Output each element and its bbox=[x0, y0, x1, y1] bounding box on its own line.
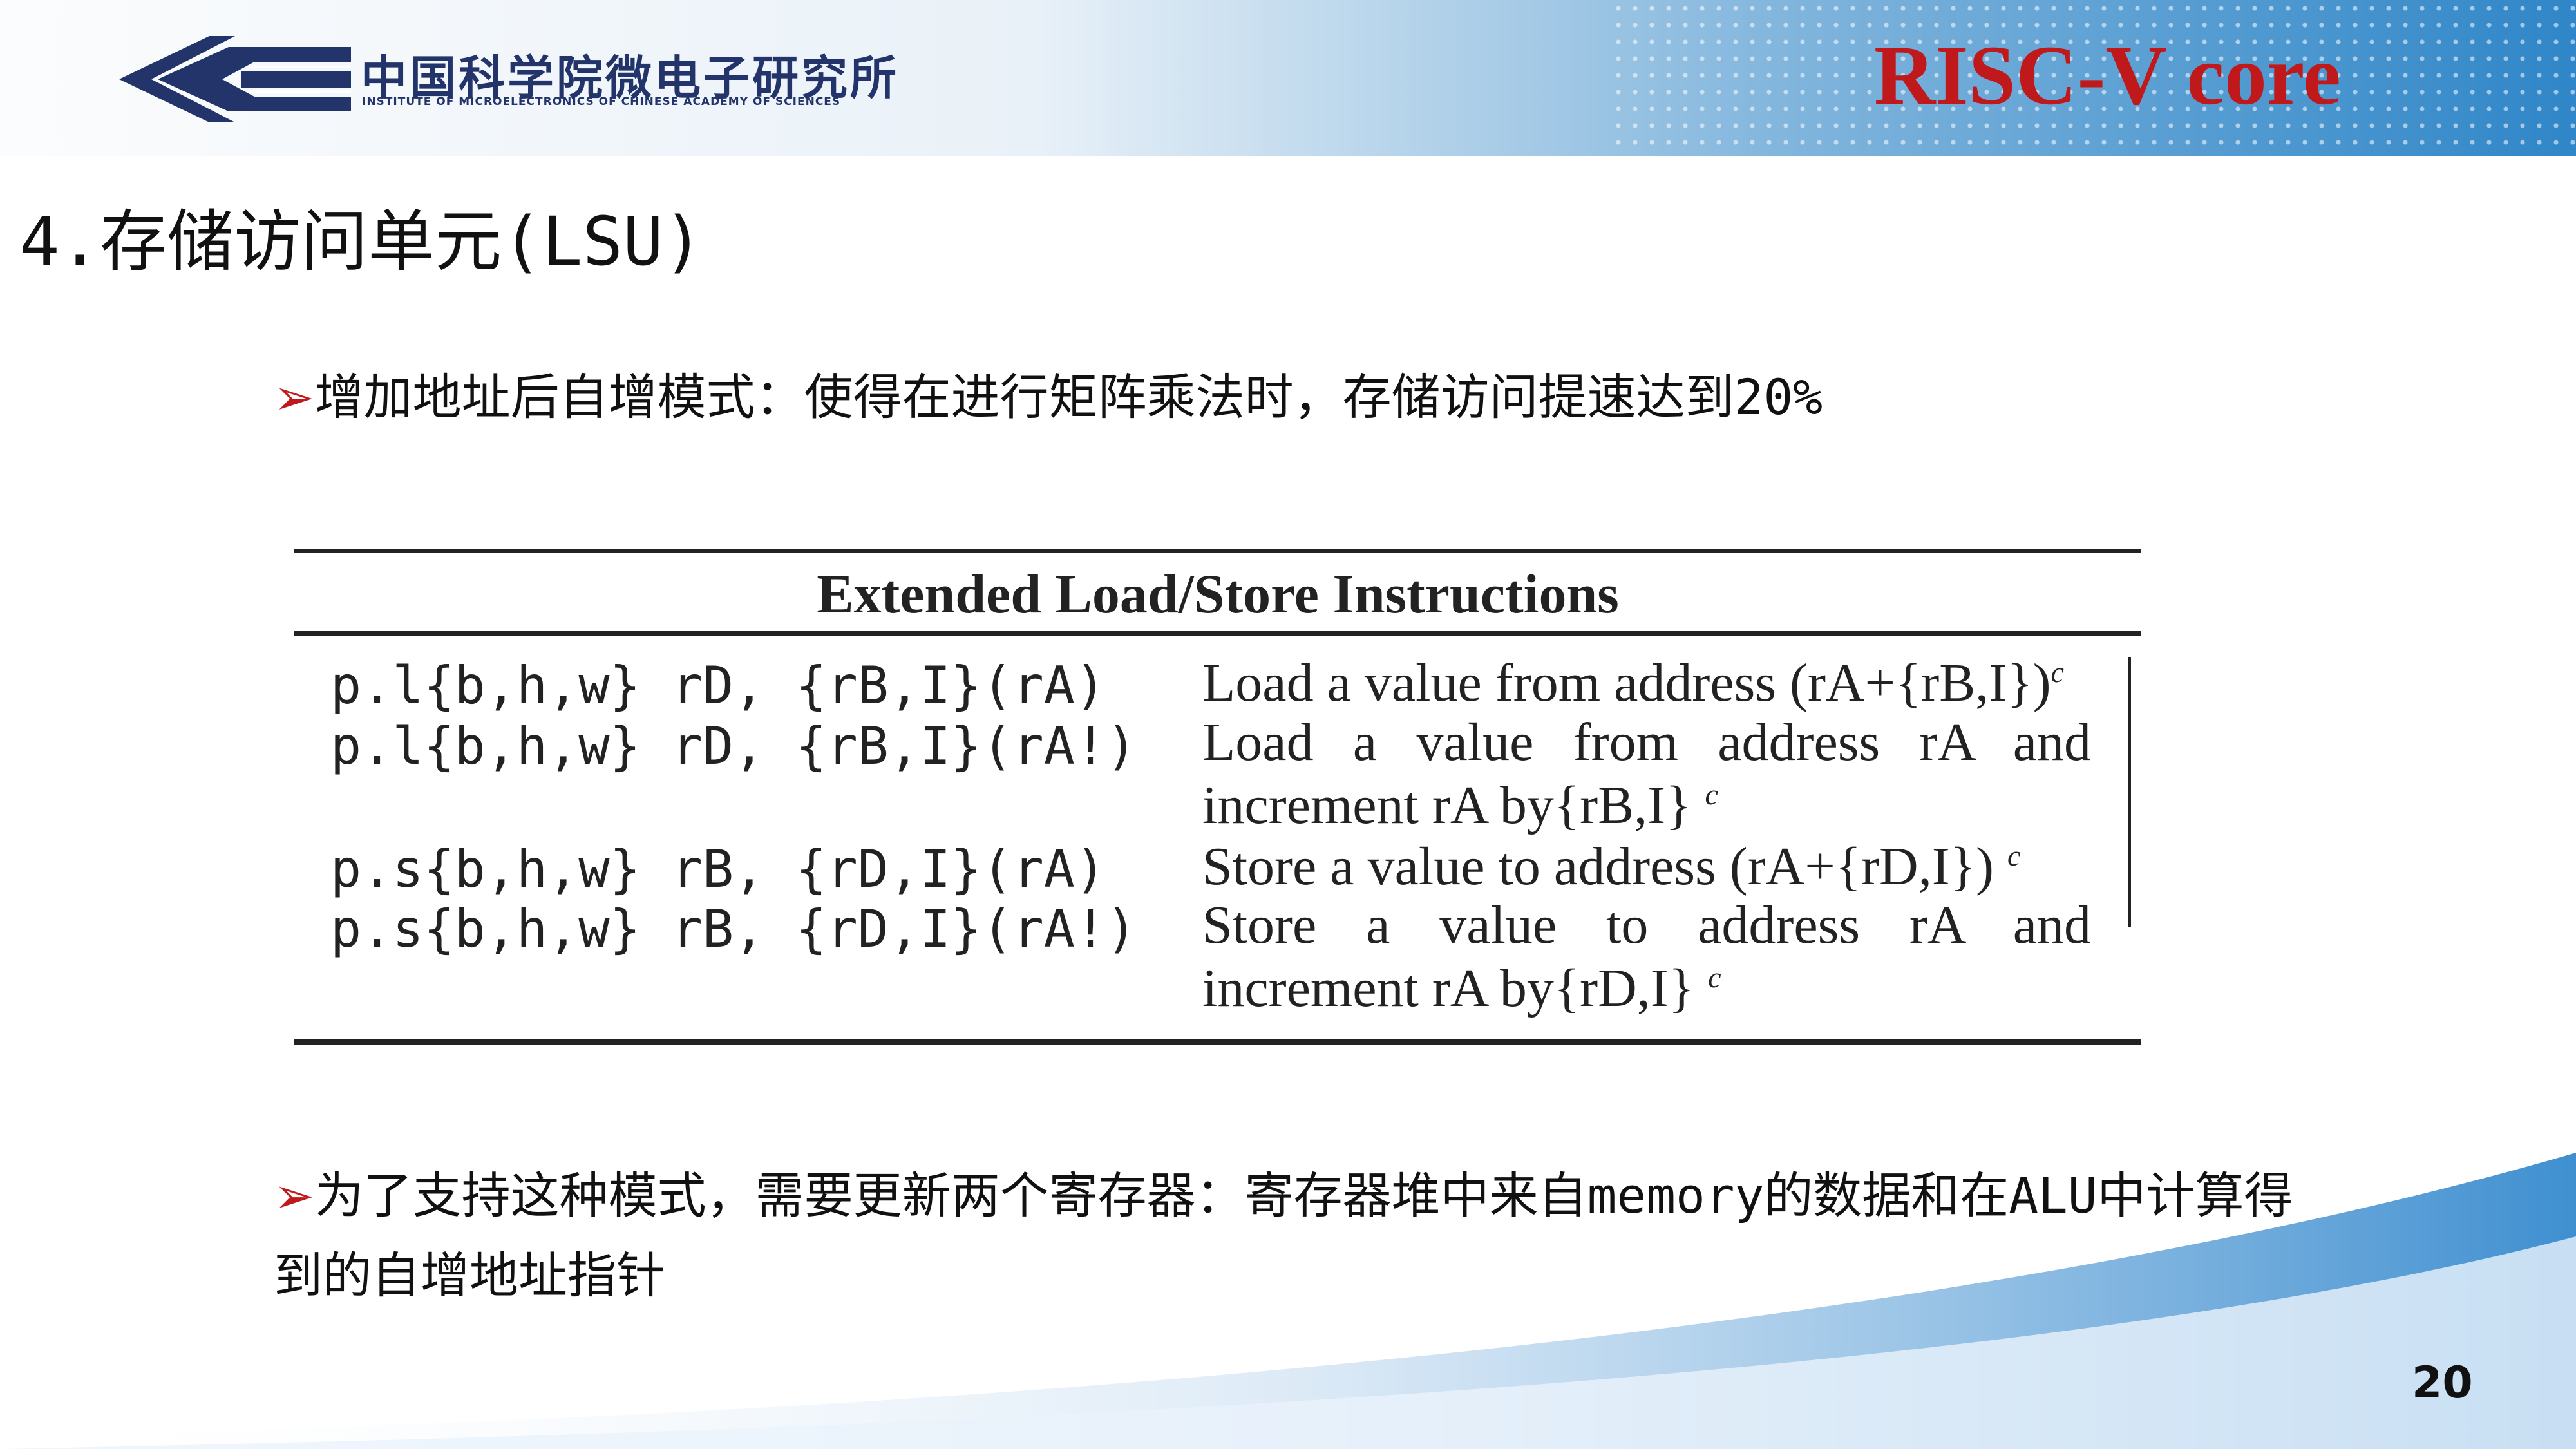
table-caption: Extended Load/Store Instructions bbox=[817, 563, 1619, 625]
bullet-text: 增加地址后自增模式：使得在进行矩阵乘法时，存储访问提速达到20% bbox=[314, 368, 1823, 426]
header-banner: 中国科学院微电子研究所 INSTITUTE OF MICROELECTRONIC… bbox=[0, 0, 2576, 156]
table-instr-cell: p.s{b,h,w} rB, {rD,I}(rA) bbox=[330, 839, 1106, 899]
bullet-arrow-icon: ➢ bbox=[274, 1167, 315, 1224]
table-desc-cell: Load a value from address rA and bbox=[1202, 712, 2091, 772]
instruction-table-figure: Extended Load/Store Instructions p.l{b,h… bbox=[294, 547, 2141, 1056]
bullet-text: 为了支持这种模式，需要更新两个寄存器：寄存器堆中来自memory的数据和在ALU… bbox=[274, 1167, 2293, 1304]
table-instr-cell: p.l{b,h,w} rD, {rB,I}(rA!) bbox=[330, 716, 1137, 776]
table-instr-cell: p.s{b,h,w} rB, {rD,I}(rA!) bbox=[330, 899, 1137, 959]
bullet-item: ➢为了支持这种模式，需要更新两个寄存器：寄存器堆中来自memory的数据和在AL… bbox=[274, 1156, 2302, 1316]
bullet-arrow-icon: ➢ bbox=[274, 368, 315, 426]
table-desc-cell: increment rA by{rD,I} c bbox=[1202, 958, 1721, 1018]
table-desc-cell: Store a value to address rA and bbox=[1202, 895, 2091, 955]
institute-logo-icon bbox=[119, 36, 351, 122]
table-right-border bbox=[2128, 657, 2131, 927]
org-name-cn: 中国科学院微电子研究所 bbox=[361, 51, 900, 105]
banner-dot-pattern bbox=[1610, 0, 2576, 156]
table-desc-cell: increment rA by{rB,I} c bbox=[1202, 775, 1718, 835]
table-desc-cell: Store a value to address (rA+{rD,I}) c bbox=[1202, 837, 2021, 896]
table-instr-cell: p.l{b,h,w} rD, {rB,I}(rA) bbox=[330, 656, 1106, 715]
header-tag: RISC-V core bbox=[1874, 28, 2341, 122]
table-bottom-rule bbox=[294, 1039, 2141, 1045]
table-desc-cell: Load a value from address (rA+{rB,I})c bbox=[1202, 653, 2064, 713]
footnote-mark: c bbox=[1705, 778, 1718, 811]
footnote-mark: c bbox=[2007, 839, 2021, 872]
page-number: 20 bbox=[2412, 1358, 2473, 1408]
section-title: 4.存储访问单元(LSU) bbox=[19, 202, 704, 281]
footnote-mark: c bbox=[2050, 656, 2064, 688]
table-top-rule bbox=[294, 549, 2141, 553]
footnote-mark: c bbox=[1708, 961, 1721, 994]
org-name-en: INSTITUTE OF MICROELECTRONICS OF CHINESE… bbox=[362, 95, 841, 108]
table-header-rule bbox=[294, 631, 2141, 636]
bullet-item: ➢增加地址后自增模式：使得在进行矩阵乘法时，存储访问提速达到20% bbox=[274, 357, 2302, 437]
